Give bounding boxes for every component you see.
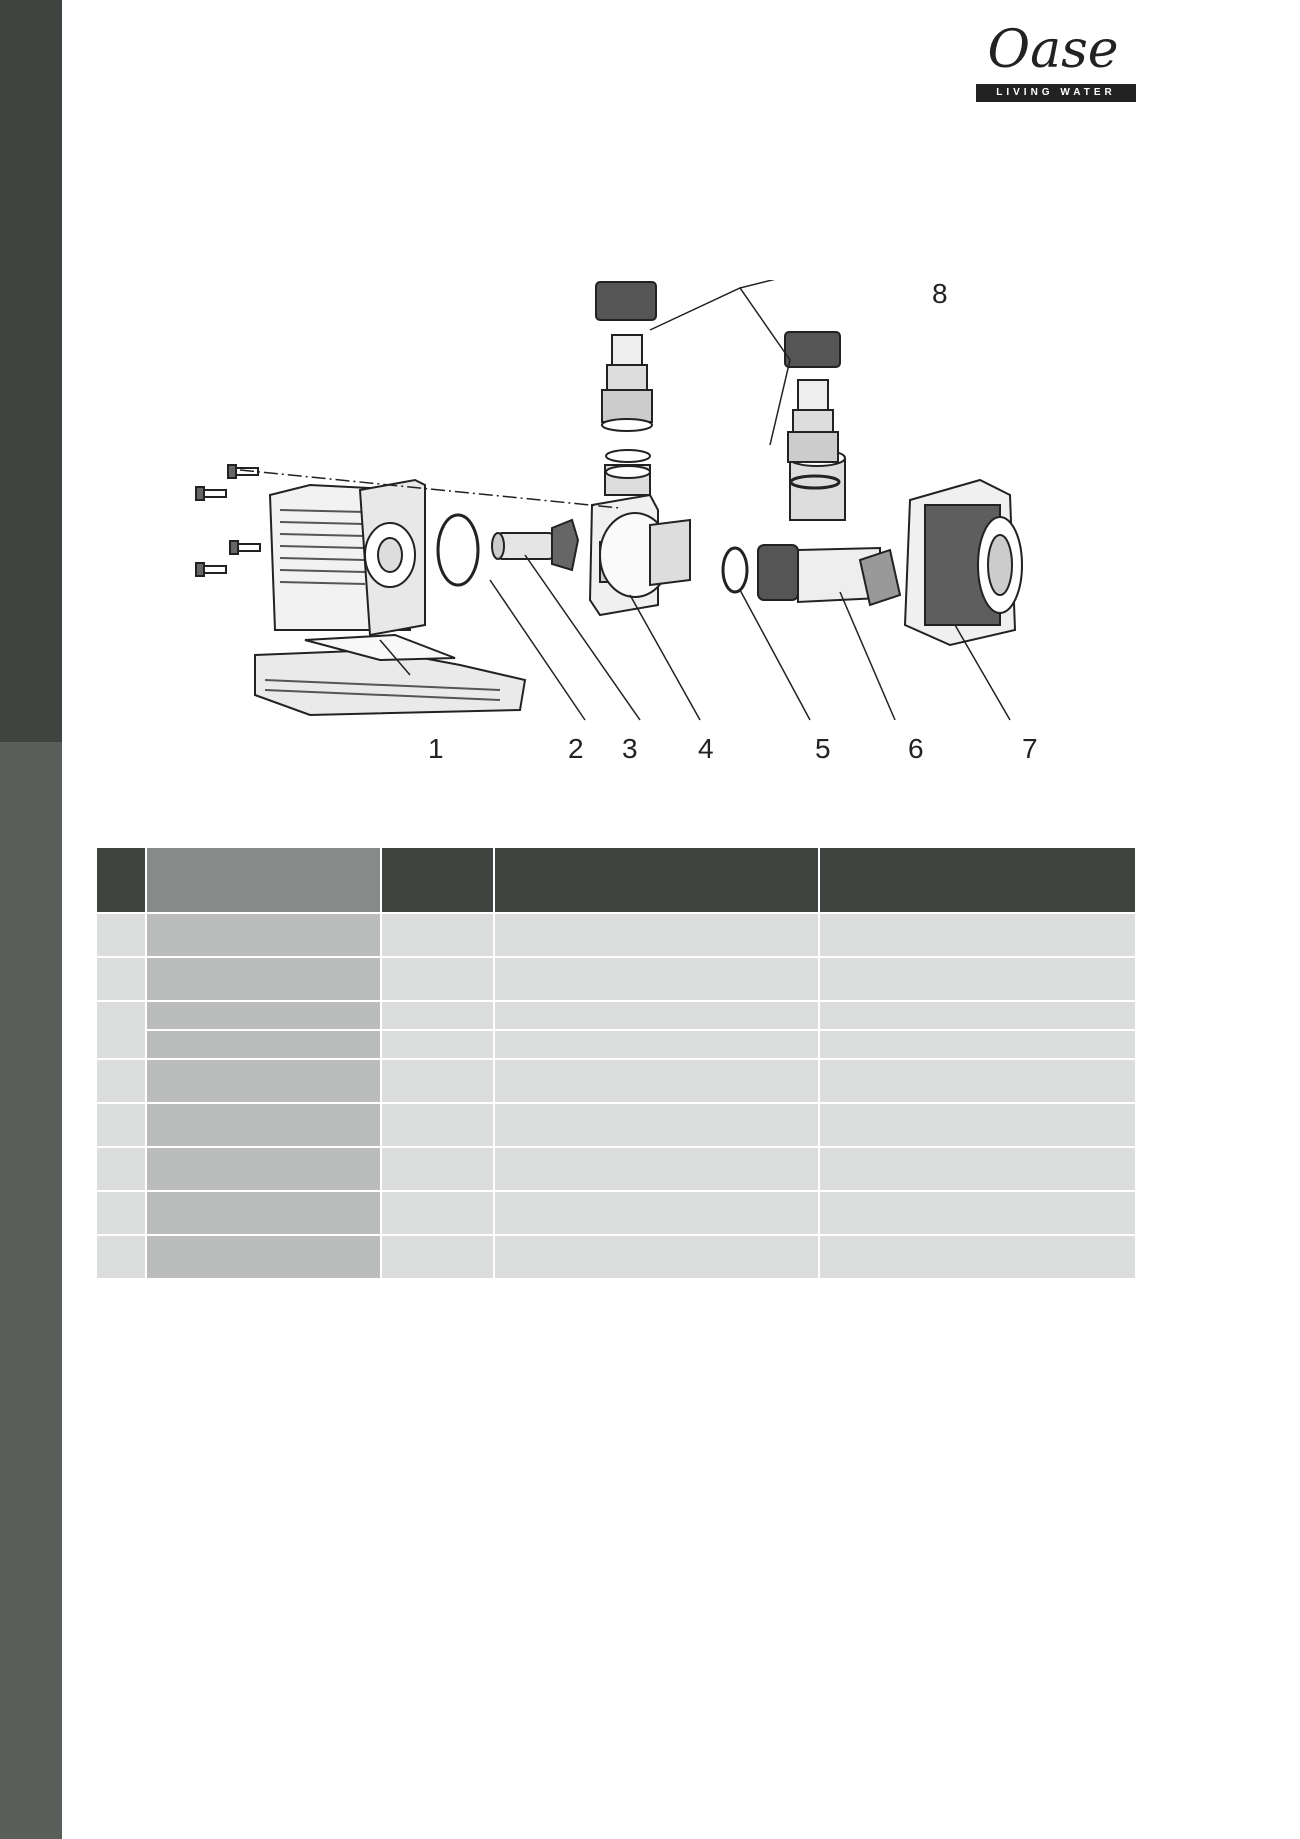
- table-cell: [818, 1058, 1137, 1104]
- table-cell: [493, 912, 820, 958]
- table-cell: [380, 956, 495, 1002]
- table-row: [95, 912, 1137, 958]
- table-cell: [145, 1190, 382, 1236]
- table-cell: [145, 956, 382, 1002]
- screw-icon: [195, 464, 261, 577]
- table-cell: [818, 956, 1137, 1002]
- logo-tagline: LIVING WATER: [976, 84, 1136, 102]
- callout-5: 5: [815, 733, 831, 764]
- table-cell: [145, 1000, 382, 1031]
- table-row: [95, 1190, 1137, 1236]
- header-cell: [95, 846, 147, 914]
- callout-7: 7: [1022, 733, 1038, 764]
- table-cell: [95, 1146, 147, 1192]
- table-cell: [493, 1058, 820, 1104]
- table-cell: [380, 1102, 495, 1148]
- hose-adapter-right: [784, 331, 841, 490]
- table-cell: [493, 1234, 820, 1280]
- header-cell: [145, 846, 382, 914]
- table-cell: [145, 1234, 382, 1280]
- pump-base-foot: [254, 633, 527, 717]
- table-cell: [818, 1000, 1137, 1031]
- table-cell: [380, 912, 495, 958]
- table-cell: [380, 1234, 495, 1280]
- table-row: [95, 1000, 1137, 1060]
- table-cell: [145, 1102, 382, 1148]
- table-cell: [493, 1190, 820, 1236]
- callout-8: 8: [932, 280, 948, 309]
- logo-brand-name: Oase: [987, 20, 1119, 80]
- table-cell: [95, 956, 147, 1002]
- hose-adapter-left: [595, 281, 657, 432]
- header-cell: [380, 846, 495, 914]
- table-row: [95, 1102, 1137, 1148]
- flat-gasket: [721, 546, 749, 594]
- table-cell: [493, 956, 820, 1002]
- table-cell: [493, 1000, 820, 1031]
- table-cell: [818, 912, 1137, 958]
- table-cell: [95, 1190, 147, 1236]
- table-cell: [95, 1234, 147, 1280]
- table-cell: [380, 1000, 495, 1031]
- table-cell: [493, 1029, 820, 1060]
- table-cell: [493, 1102, 820, 1148]
- callout-4: 4: [698, 733, 714, 764]
- table-cell: [95, 1102, 147, 1148]
- o-ring: [436, 513, 480, 587]
- callout-3: 3: [622, 733, 638, 764]
- callout-6: 6: [908, 733, 924, 764]
- table-cell: [818, 1146, 1137, 1192]
- callout-1: 1: [428, 733, 444, 764]
- table-cell: [818, 1234, 1137, 1280]
- table-cell: [380, 1146, 495, 1192]
- pre-filter-basket: [903, 478, 1023, 647]
- table-cell: [145, 912, 382, 958]
- table-cell: [380, 1058, 495, 1104]
- table-cell: [95, 912, 147, 958]
- table-row: [96, 1029, 1137, 1060]
- header-cell: [818, 846, 1137, 914]
- table-row: [95, 1234, 1137, 1280]
- table-cell: [818, 1190, 1137, 1236]
- table-cell: [818, 1102, 1137, 1148]
- pump-chamber: [588, 449, 691, 617]
- table-cell: [818, 1029, 1137, 1060]
- table-cell: [145, 1146, 382, 1192]
- header-cell: [493, 846, 820, 914]
- table-cell: [145, 1029, 382, 1060]
- oase-logo: Oase LIVING WATER: [968, 22, 1138, 104]
- table-cell: [493, 1146, 820, 1192]
- table-row: [95, 956, 1137, 1002]
- table-cell: [145, 1058, 382, 1104]
- table-cell: [95, 1058, 147, 1104]
- table-cell: [95, 1000, 147, 1060]
- table-cell: [380, 1029, 495, 1060]
- callout-2: 2: [568, 733, 584, 764]
- table-header-row: [95, 846, 1137, 914]
- exploded-pump-diagram: 1 2 3 4 5 6 7 8: [195, 280, 1038, 764]
- union-connector: [757, 449, 902, 607]
- table-cell: [380, 1190, 495, 1236]
- table-row: [95, 1058, 1137, 1104]
- rotor-shaft: [491, 518, 580, 572]
- motor-housing: [268, 478, 426, 637]
- spare-parts-table: [95, 846, 1137, 1280]
- table-row: [95, 1146, 1137, 1192]
- sidebar-bottom-band: [0, 742, 62, 1839]
- sidebar-top-band: [0, 0, 62, 742]
